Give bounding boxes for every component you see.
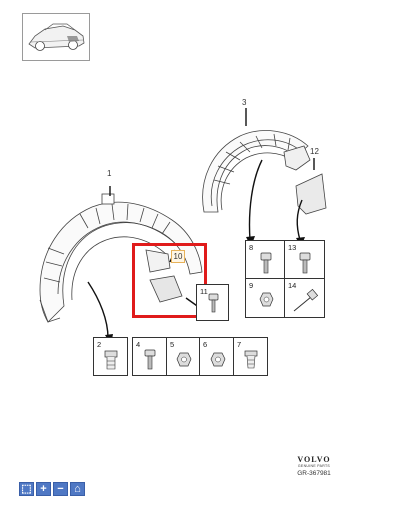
exploded-diagram — [39, 108, 327, 345]
part-11-label: 11 — [200, 287, 208, 296]
nut-icon — [259, 292, 274, 307]
part-4-label: 4 — [136, 340, 141, 349]
brand-subtitle: GENUINE PARTS — [297, 464, 331, 468]
part-5-box[interactable]: 5 — [166, 337, 200, 376]
rear-wheel-liner — [202, 130, 311, 213]
part-8-box[interactable]: 8 — [245, 240, 285, 279]
part-4-box[interactable]: 4 — [132, 337, 167, 376]
bracket-part — [145, 249, 183, 303]
part-14-box[interactable]: 14 — [284, 278, 325, 318]
part-13-label: 13 — [288, 243, 297, 252]
part-7-label: 7 — [237, 340, 242, 349]
rivet-icon — [293, 288, 319, 312]
part-14-label: 14 — [288, 281, 297, 290]
callout-1[interactable]: 1 — [107, 169, 112, 178]
callout-3[interactable]: 3 — [242, 98, 247, 107]
screw-icon — [299, 252, 311, 274]
zoom-toolbar: ⬚ + − ⌂ — [19, 482, 85, 496]
part-5-label: 5 — [170, 340, 175, 349]
zoom-in-button[interactable]: + — [36, 482, 51, 496]
callout-12[interactable]: 12 — [310, 147, 319, 156]
part-2-label: 2 — [97, 340, 102, 349]
car-location-icon — [28, 23, 85, 51]
part-2-box[interactable]: 2 — [93, 337, 128, 376]
part-7-box[interactable]: 7 — [233, 337, 268, 376]
part-13-box[interactable]: 13 — [284, 240, 325, 279]
screw-icon — [144, 349, 156, 370]
part-6-box[interactable]: 6 — [199, 337, 234, 376]
screw-icon — [208, 293, 219, 313]
nut-icon — [210, 352, 226, 367]
part-9-box[interactable]: 9 — [245, 278, 285, 318]
parts-row-bottom: 4 5 6 7 — [132, 337, 268, 376]
part-8-label: 8 — [249, 243, 254, 252]
vehicle-thumbnail[interactable] — [22, 13, 90, 61]
clip-icon — [104, 350, 118, 370]
select-tool-button[interactable]: ⬚ — [19, 482, 34, 496]
clip-icon — [244, 350, 258, 369]
part-9-label: 9 — [249, 281, 254, 290]
home-button[interactable]: ⌂ — [70, 482, 85, 496]
callout-10[interactable]: 10 — [171, 250, 185, 263]
mud-flap-part — [295, 173, 327, 215]
part-11-box[interactable]: 11 — [196, 284, 229, 321]
zoom-out-button[interactable]: − — [53, 482, 68, 496]
part-6-label: 6 — [203, 340, 208, 349]
selected-part-highlight — [132, 243, 207, 318]
brand-block: VOLVO GENUINE PARTS GR-367981 — [290, 455, 338, 477]
drawing-code: GR-367981 — [297, 470, 331, 477]
volvo-logo: VOLVO — [297, 455, 331, 464]
nut-icon — [176, 352, 192, 367]
parts-grid-right: 8 13 9 14 — [245, 240, 325, 318]
screw-icon — [260, 252, 272, 274]
